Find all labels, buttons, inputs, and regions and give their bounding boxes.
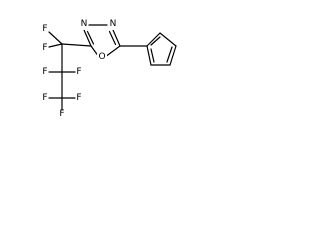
bond-n3-c2: [83, 29, 92, 47]
atom-label-f-c1a: F: [42, 24, 47, 34]
phenyl-bond-1: [146, 32, 161, 47]
atom-label-f-c3c: F: [59, 109, 64, 119]
bond-c5-n4: [112, 29, 121, 47]
perfluoropropyl-chain: [48, 31, 92, 111]
atom-label-f-c3b: F: [76, 93, 81, 103]
atom-label-n3: N: [81, 19, 88, 29]
atom-labels: N N O F F F F F F F: [42, 19, 116, 119]
structure-diagram: N N O F F F F F F F: [42, 19, 177, 119]
bg-n3: [80, 19, 88, 30]
phenyl-bond-5: [146, 45, 152, 66]
atom-label-f-c2b: F: [76, 67, 81, 77]
bond-c1-f-a: [48, 31, 63, 45]
bond-n3-c2-double: [86, 30, 95, 45]
phenyl-bond-3: [169, 45, 177, 66]
label-backgrounds: [80, 19, 117, 62]
atom-label-n4: N: [110, 19, 117, 29]
bond-o1-c5: [104, 45, 121, 58]
atom-label-f-c1b: F: [42, 43, 47, 53]
bond-c1-f-b: [48, 43, 63, 48]
bond-n4-c5-double: [108, 30, 117, 46]
phenyl-double-3: [150, 48, 155, 63]
oxadiazole-ring: [83, 24, 121, 58]
atom-label-f-c2a: F: [42, 67, 47, 77]
phenyl-bond-2: [159, 32, 177, 47]
bg-o1: [97, 51, 107, 62]
bond-c2-c1: [61, 43, 92, 47]
phenyl-double-2: [166, 46, 173, 63]
atom-label-f-c3a: F: [42, 93, 47, 103]
phenyl-double-1: [150, 36, 161, 46]
bg-n4: [109, 19, 117, 30]
atom-label-o1: O: [98, 52, 105, 62]
phenyl-ring: [119, 32, 177, 66]
